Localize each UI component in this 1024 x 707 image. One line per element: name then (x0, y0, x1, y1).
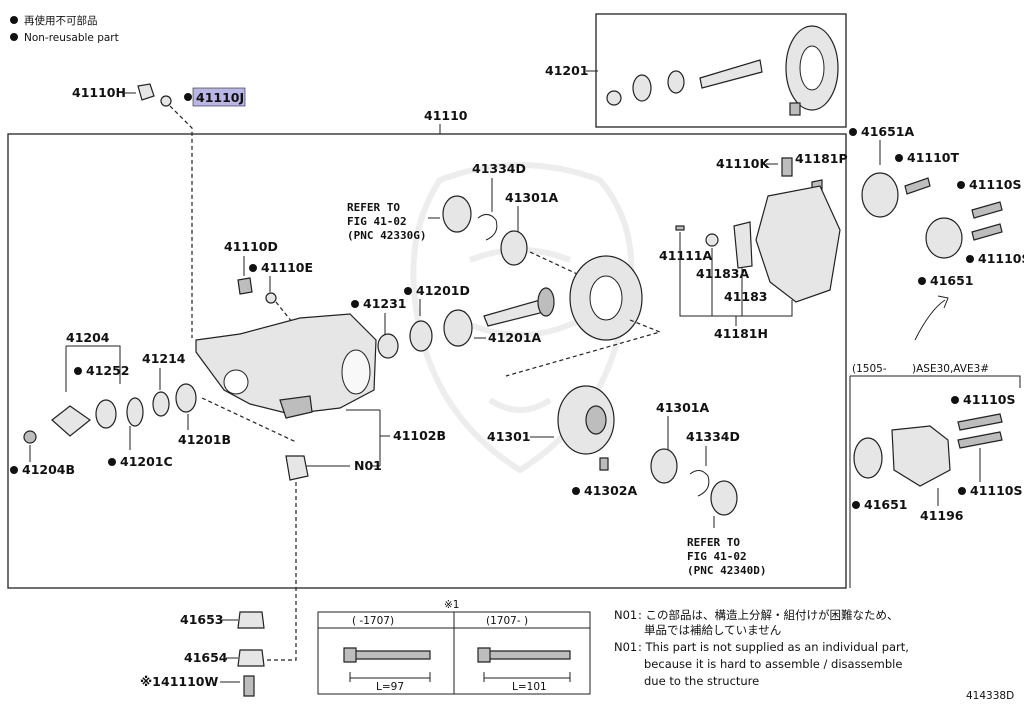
figure-id: 414338D (966, 690, 1014, 702)
part-label-41651a[interactable]: 41651A (861, 124, 914, 139)
variant-model: )ASE30,AVE3# (912, 363, 989, 375)
part-label-n01[interactable]: N01 (354, 458, 382, 473)
part-label-41196[interactable]: 41196 (920, 508, 964, 523)
part-label-41201d[interactable]: 41201D (416, 283, 470, 298)
part-label-41110h[interactable]: 41110H (72, 85, 126, 100)
part-label-41183a[interactable]: 41183A (696, 266, 749, 281)
note-jp-line2: 単品では補給していません (644, 623, 781, 637)
part-label-41201b[interactable]: 41201B (178, 432, 231, 447)
refer1-line2: FIG 41-02 (347, 215, 407, 228)
part-label-41334d-a[interactable]: 41334D (472, 161, 526, 176)
part-label-41651-a[interactable]: 41651 (930, 273, 974, 288)
table-col2-header: (1707- ) (486, 615, 528, 627)
part-label-41110s-d[interactable]: 41110S (970, 483, 1023, 498)
part-label-41183[interactable]: 41183 (724, 289, 768, 304)
part-label-41110e[interactable]: 41110E (261, 260, 313, 275)
part-label-41651-b[interactable]: 41651 (864, 497, 908, 512)
part-label-41301[interactable]: 41301 (487, 429, 531, 444)
part-label-41110[interactable]: 41110 (424, 108, 468, 123)
part-label-41252[interactable]: 41252 (86, 363, 130, 378)
note-en-line2: because it is hard to assemble / disasse… (644, 657, 902, 671)
part-label-41201c[interactable]: 41201C (120, 454, 173, 469)
part-label-41111a[interactable]: 41111A (659, 248, 712, 263)
part-label-41301a-a[interactable]: 41301A (505, 190, 558, 205)
refer1-line3: (PNC 42330G) (347, 229, 426, 242)
note-en-line1: : This part is not supplied as an indivi… (638, 640, 909, 654)
note-en-code: N01 (614, 640, 637, 654)
legend-bullet-icon (10, 16, 18, 24)
note-jp-line1: : この部品は、構造上分解・組付けが困難なため、 (638, 608, 899, 622)
part-label-41102b[interactable]: 41102B (393, 428, 446, 443)
note-en-line3: due to the structure (644, 674, 759, 688)
note-jp-code: N01 (614, 608, 637, 622)
part-label-41110s-c[interactable]: 41110S (963, 392, 1016, 407)
part-label-41181h[interactable]: 41181H (714, 326, 768, 341)
part-label-41654[interactable]: 41654 (184, 650, 228, 665)
table-len2: L=101 (512, 681, 547, 693)
part-label-41110s-b[interactable]: 41110S (978, 251, 1024, 266)
table-mark: ※1 (444, 599, 459, 611)
refer1-line1: REFER TO (347, 201, 400, 214)
part-label-41110j[interactable]: 41110J (196, 90, 244, 105)
main-assembly-frame (7, 133, 847, 589)
part-label-41204b[interactable]: 41204B (22, 462, 75, 477)
part-label-41231[interactable]: 41231 (363, 296, 407, 311)
part-label-41301a-b[interactable]: 41301A (656, 400, 709, 415)
part-label-41110s-a[interactable]: 41110S (969, 177, 1022, 192)
highlight-box (192, 87, 246, 107)
legend-bullet-icon (10, 33, 18, 41)
refer2-line1: REFER TO (687, 536, 740, 549)
part-label-41334d-b[interactable]: 41334D (686, 429, 740, 444)
part-label-41110t[interactable]: 41110T (907, 150, 959, 165)
part-label-41214[interactable]: 41214 (142, 351, 186, 366)
legend-jp: 再使用不可部品 (24, 14, 98, 27)
refer2-line3: (PNC 42340D) (687, 564, 766, 577)
part-label-41110d[interactable]: 41110D (224, 239, 278, 254)
part-label-41204[interactable]: 41204 (66, 330, 110, 345)
part-label-41653[interactable]: 41653 (180, 612, 224, 627)
part-label-41201a[interactable]: 41201A (488, 330, 541, 345)
part-label-41302a[interactable]: 41302A (584, 483, 637, 498)
refer2-line2: FIG 41-02 (687, 550, 747, 563)
legend-en: Non-reusable part (24, 32, 119, 44)
table-col1-header: ( -1707) (352, 615, 394, 627)
rear-cover (755, 185, 841, 303)
mark-41110w: ※1 (140, 674, 161, 689)
part-label-41110w[interactable]: 41110W (161, 674, 218, 689)
variant-range: (1505- (852, 363, 887, 375)
table-len1: L=97 (376, 681, 404, 693)
part-label-41201[interactable]: 41201 (545, 63, 589, 78)
part-label-41110k[interactable]: 41110K (716, 156, 770, 171)
part-label-41181p[interactable]: 41181P (795, 151, 848, 166)
